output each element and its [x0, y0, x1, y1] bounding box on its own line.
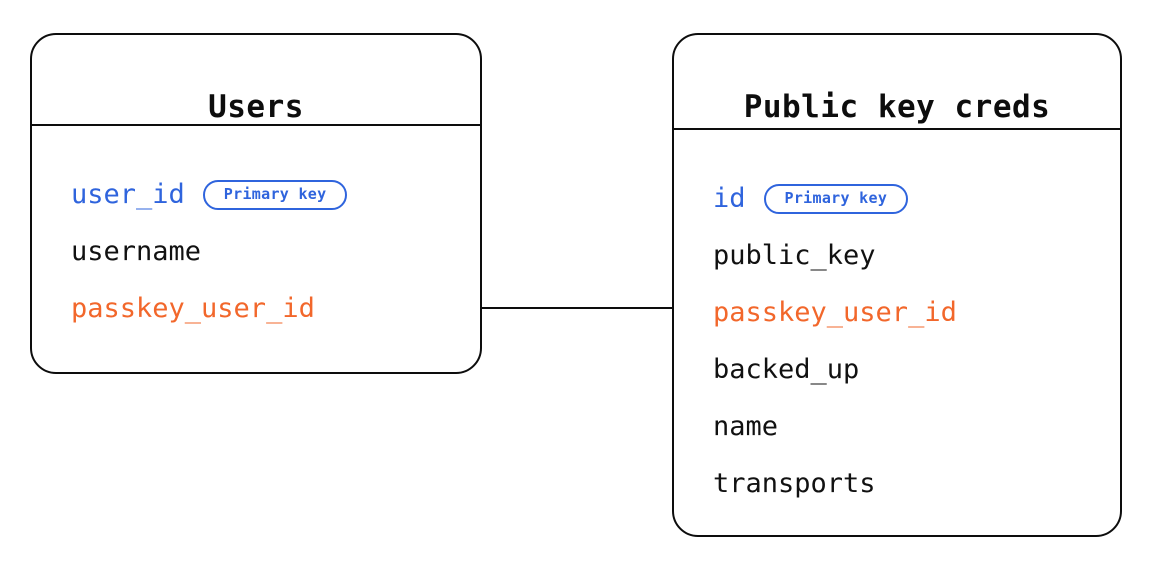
field-name-passkey-user-id: passkey_user_id: [71, 293, 315, 324]
primary-key-badge: Primary key: [763, 183, 909, 214]
field-name-transports: transports: [713, 468, 876, 499]
field-row-public-key[interactable]: public_key: [674, 227, 1120, 284]
field-row-passkey-user-id[interactable]: passkey_user_id: [674, 284, 1120, 341]
field-row-user-id[interactable]: user_id Primary key: [32, 166, 480, 223]
relationship-connector-users-to-public-key-creds: [480, 307, 674, 309]
field-row-name[interactable]: name: [674, 398, 1120, 455]
entity-card-public-key-creds[interactable]: Public key creds id Primary key public_k…: [672, 33, 1122, 537]
entity-header-divider: [674, 128, 1120, 130]
field-list-users: user_id Primary key username passkey_use…: [32, 166, 480, 337]
field-name-id: id: [713, 183, 746, 214]
field-name-backed-up: backed_up: [713, 354, 860, 385]
field-name-user-id: user_id: [71, 179, 185, 210]
entity-title-users: Users: [208, 89, 304, 125]
entity-title-public-key-creds: Public key creds: [743, 89, 1051, 125]
field-row-passkey-user-id[interactable]: passkey_user_id: [32, 280, 480, 337]
field-row-id[interactable]: id Primary key: [674, 170, 1120, 227]
entity-card-users[interactable]: Users user_id Primary key username passk…: [30, 33, 482, 374]
field-name-passkey-user-id: passkey_user_id: [713, 297, 957, 328]
field-row-backed-up[interactable]: backed_up: [674, 341, 1120, 398]
field-name-public-key: public_key: [713, 240, 876, 271]
field-name-name: name: [713, 411, 779, 442]
field-name-username: username: [71, 236, 202, 267]
field-row-username[interactable]: username: [32, 223, 480, 280]
field-row-transports[interactable]: transports: [674, 455, 1120, 512]
field-list-public-key-creds: id Primary key public_key passkey_user_i…: [674, 170, 1120, 512]
entity-header-divider: [32, 124, 480, 126]
primary-key-badge: Primary key: [202, 179, 348, 210]
